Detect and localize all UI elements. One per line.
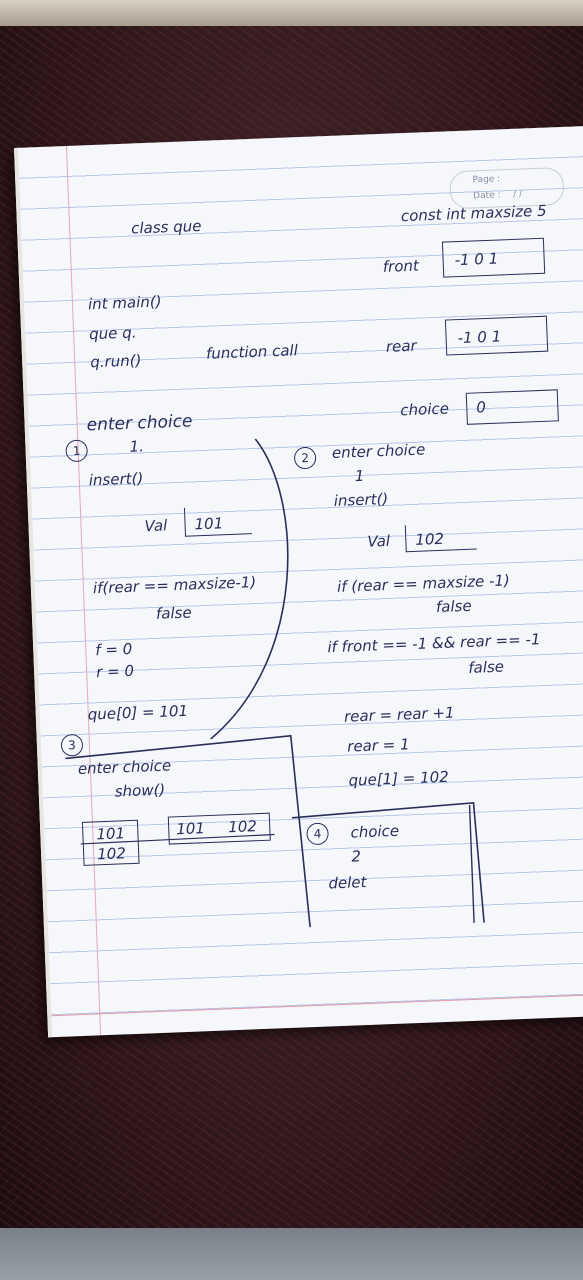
notebook-page: Page : Date : / / class que const int ma… — [14, 126, 583, 1038]
bottom-surface — [0, 1228, 583, 1280]
ink-strokes — [65, 438, 485, 928]
top-surface — [0, 0, 583, 26]
